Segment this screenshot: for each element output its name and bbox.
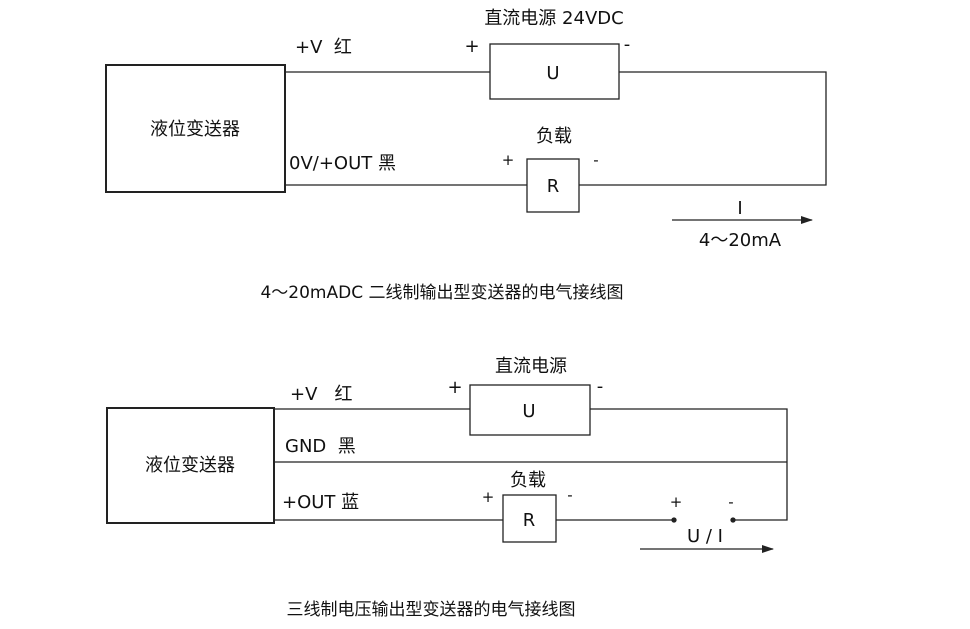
three-wire-labels: 液位变送器 直流电源 + - U +V 红 GND 黑 +OUT 蓝 负载 + … bbox=[145, 356, 734, 620]
three-wire-meter-label: U / I bbox=[687, 526, 723, 547]
three-wire-load-box-label: R bbox=[523, 510, 536, 531]
two-wire-transmitter-label: 液位变送器 bbox=[150, 119, 240, 140]
two-wire-load-minus: - bbox=[593, 151, 598, 169]
three-wire-positive-wire-label: +V 红 bbox=[290, 384, 353, 405]
three-wire-transmitter-label: 液位变送器 bbox=[145, 455, 235, 476]
two-wire-current-range: 4～20mA bbox=[699, 230, 782, 251]
two-wire-load-title: 负载 bbox=[536, 126, 572, 147]
two-wire-output-wire-label: 0V/+OUT 黑 bbox=[289, 153, 396, 174]
two-wire-load-plus: + bbox=[502, 151, 515, 169]
two-wire-transmitter-box bbox=[105, 64, 286, 193]
three-wire-transmitter-box bbox=[106, 407, 275, 524]
three-wire-meter-terminal-minus bbox=[730, 517, 736, 523]
two-wire-caption: 4～20mADC 二线制输出型变送器的电气接线图 bbox=[260, 283, 623, 303]
three-wire-load-box bbox=[502, 494, 557, 543]
three-wire-meter-plus: + bbox=[670, 493, 683, 511]
three-wire-diagram bbox=[106, 384, 788, 553]
three-wire-supply-return-wire bbox=[590, 408, 788, 521]
two-wire-return-wire bbox=[579, 71, 827, 186]
two-wire-current-label: I bbox=[737, 198, 742, 219]
two-wire-power-minus: - bbox=[624, 34, 631, 55]
three-wire-load-title: 负载 bbox=[510, 470, 546, 491]
three-wire-power-supply-title: 直流电源 bbox=[495, 356, 567, 377]
two-wire-power-plus: + bbox=[464, 36, 479, 57]
three-wire-output-wire-label: +OUT 蓝 bbox=[282, 492, 359, 513]
three-wire-power-minus: - bbox=[597, 376, 604, 397]
two-wire-power-box-label: U bbox=[546, 63, 559, 84]
three-wire-meter-terminal-plus bbox=[671, 517, 677, 523]
three-wire-power-box-label: U bbox=[522, 401, 535, 422]
three-wire-meter-minus: - bbox=[728, 493, 733, 511]
two-wire-labels: 液位变送器 直流电源 24VDC + - U +V 红 0V/+OUT 黑 负载… bbox=[150, 8, 782, 303]
three-wire-power-plus: + bbox=[447, 377, 462, 398]
three-wire-load-plus: + bbox=[482, 488, 495, 506]
three-wire-caption: 三线制电压输出型变送器的电气接线图 bbox=[287, 600, 576, 620]
three-wire-ground-wire-label: GND 黑 bbox=[285, 436, 356, 457]
two-wire-load-box-label: R bbox=[547, 176, 560, 197]
three-wire-load-minus: - bbox=[567, 486, 572, 504]
two-wire-power-supply-title: 直流电源 24VDC bbox=[484, 8, 623, 29]
three-wire-power-supply-box bbox=[469, 384, 591, 436]
two-wire-diagram bbox=[105, 43, 827, 224]
two-wire-positive-wire-label: +V 红 bbox=[295, 37, 352, 58]
